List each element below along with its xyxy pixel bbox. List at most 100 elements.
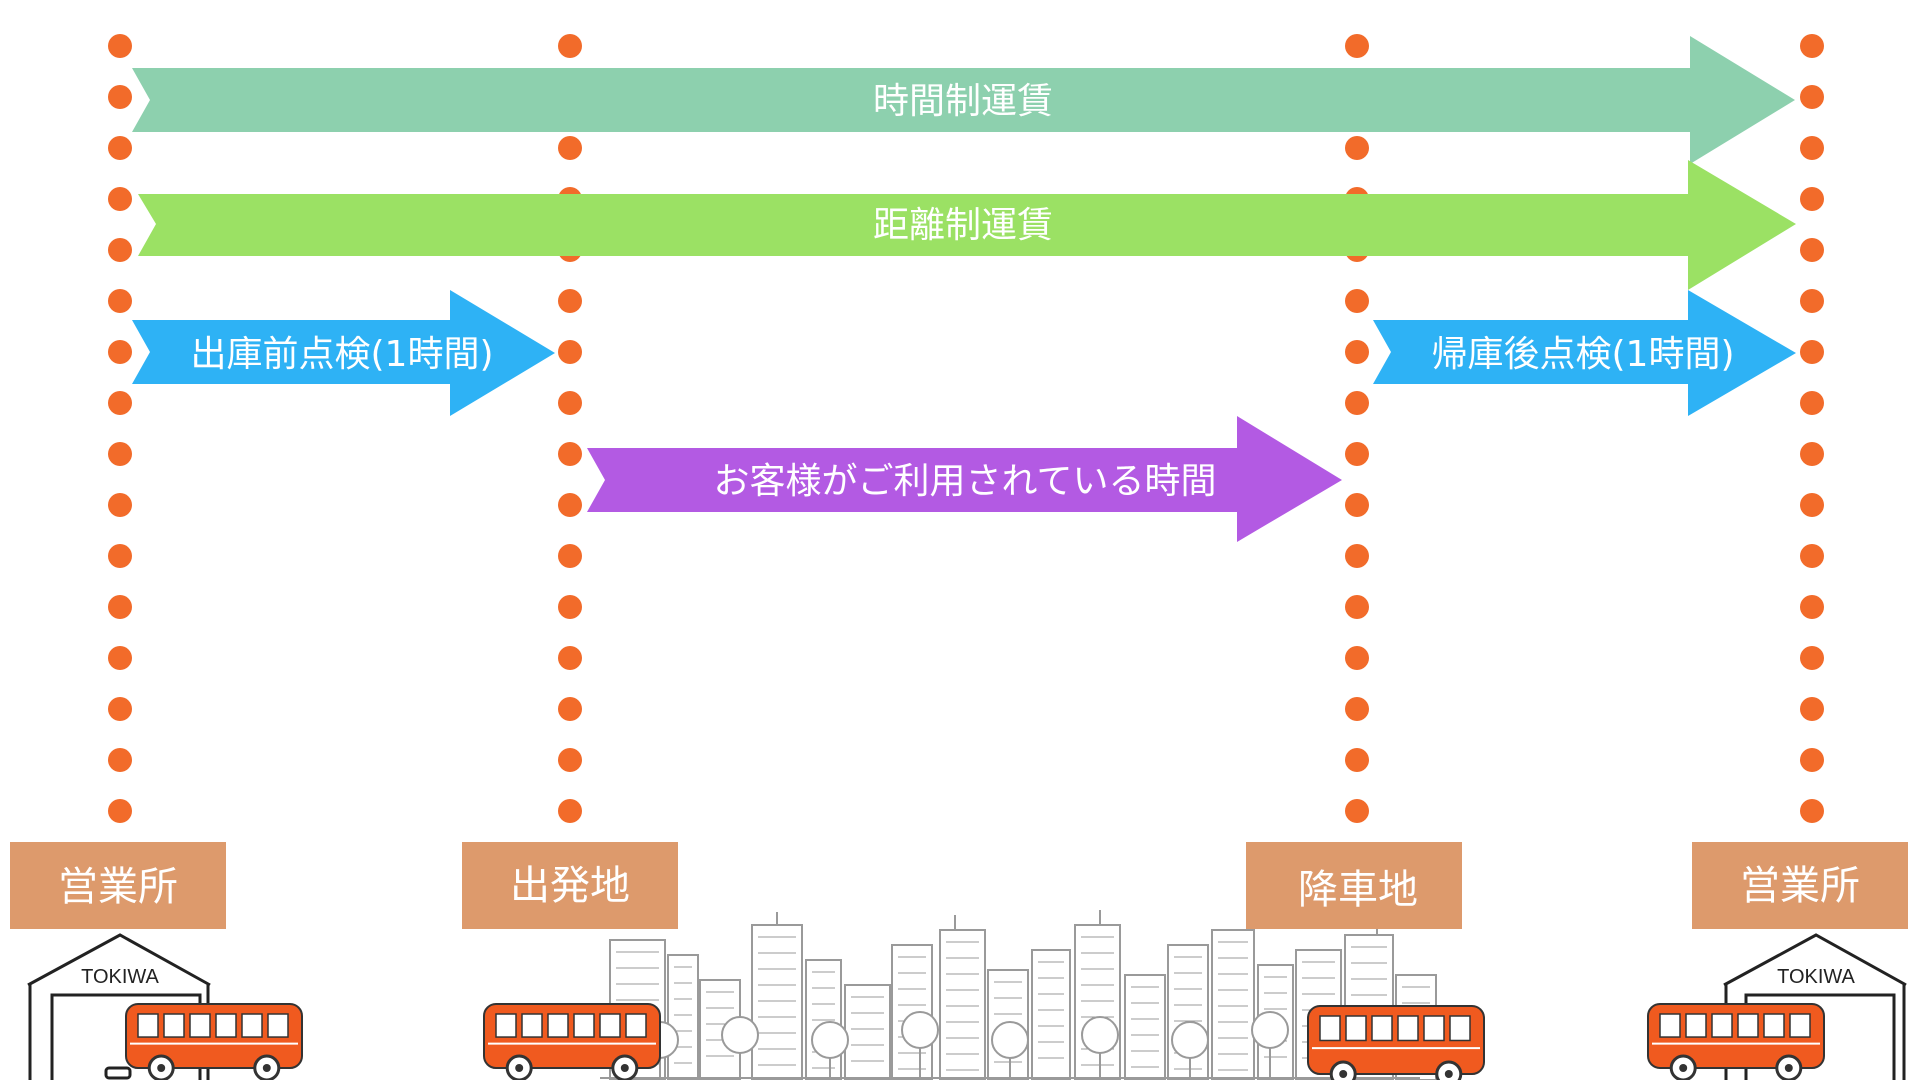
bus-icon bbox=[1307, 1005, 1485, 1080]
timeline-dot bbox=[108, 748, 132, 772]
label-office-end: 営業所 bbox=[1692, 842, 1908, 929]
city-tree bbox=[901, 1011, 939, 1080]
dropoff-text: 降車地 bbox=[1298, 867, 1418, 913]
city-tree bbox=[1251, 1011, 1289, 1080]
timeline-dot bbox=[1800, 646, 1824, 670]
city-tree bbox=[1171, 1021, 1209, 1080]
timeline-dot bbox=[1800, 697, 1824, 721]
office-start-text: 営業所 bbox=[58, 864, 178, 910]
timeline-dot bbox=[1345, 697, 1369, 721]
distance-fare-label: 距離制運賃 bbox=[873, 205, 1053, 246]
timeline-dot bbox=[1800, 391, 1824, 415]
timeline-dot bbox=[558, 799, 582, 823]
city-building bbox=[1031, 949, 1071, 1080]
timeline-dot bbox=[1345, 544, 1369, 568]
timeline-dot bbox=[1800, 442, 1824, 466]
timeline-dot bbox=[108, 442, 132, 466]
return-check-arrow: 帰庫後点検(1時間) bbox=[1373, 290, 1796, 416]
timeline-dot bbox=[1800, 595, 1824, 619]
timeline-dot bbox=[108, 697, 132, 721]
timeline-dot bbox=[1800, 238, 1824, 262]
timeline-dot bbox=[1800, 187, 1824, 211]
time-fare-arrow: 時間制運賃 bbox=[132, 36, 1795, 164]
timeline-dot bbox=[1345, 799, 1369, 823]
timeline-dot bbox=[1800, 34, 1824, 58]
timeline-dot bbox=[108, 340, 132, 364]
timeline-dot bbox=[1800, 340, 1824, 364]
city-building bbox=[805, 959, 842, 1080]
timeline-dot bbox=[1800, 85, 1824, 109]
departure-text: 出発地 bbox=[510, 863, 630, 909]
timeline-dot bbox=[558, 442, 582, 466]
timeline-dot bbox=[108, 646, 132, 670]
timeline-dot bbox=[1345, 595, 1369, 619]
timeline-dot bbox=[108, 544, 132, 568]
timeline-dot bbox=[1345, 391, 1369, 415]
city-tree bbox=[811, 1021, 849, 1080]
timeline-dot bbox=[108, 187, 132, 211]
timeline-dot bbox=[1800, 493, 1824, 517]
timeline-dot bbox=[1800, 136, 1824, 160]
timeline-dot bbox=[108, 799, 132, 823]
label-departure: 出発地 bbox=[462, 842, 678, 929]
timeline-dot bbox=[1345, 340, 1369, 364]
timeline-dot bbox=[558, 595, 582, 619]
customer-usage-label: お客様がご利用されている時間 bbox=[714, 461, 1217, 502]
city-building bbox=[1211, 929, 1255, 1080]
timeline-dot bbox=[1345, 289, 1369, 313]
timeline-dot bbox=[558, 748, 582, 772]
timeline-dot bbox=[108, 136, 132, 160]
timeline-dot bbox=[108, 595, 132, 619]
city-tree bbox=[991, 1021, 1029, 1080]
office-end-text: 営業所 bbox=[1740, 863, 1860, 909]
timeline-dot bbox=[558, 340, 582, 364]
bus-icon bbox=[483, 1003, 661, 1080]
timeline-dot bbox=[558, 136, 582, 160]
city-building bbox=[844, 984, 891, 1080]
timeline-dot bbox=[558, 646, 582, 670]
timeline-dot bbox=[558, 493, 582, 517]
time-fare-label: 時間制運賃 bbox=[873, 81, 1053, 122]
timeline-dot bbox=[108, 85, 132, 109]
timeline-dot bbox=[108, 238, 132, 262]
timeline-dot bbox=[108, 34, 132, 58]
timeline-dot bbox=[108, 391, 132, 415]
timeline-dot bbox=[558, 289, 582, 313]
timeline-dot bbox=[1800, 799, 1824, 823]
city-building bbox=[667, 954, 699, 1080]
timeline-dot bbox=[1800, 748, 1824, 772]
return-check-label: 帰庫後点検(1時間) bbox=[1432, 334, 1735, 375]
timeline-dot bbox=[1345, 442, 1369, 466]
timeline-dot bbox=[1345, 136, 1369, 160]
city-building bbox=[891, 944, 933, 1080]
city-tree bbox=[1081, 1016, 1119, 1080]
timeline-dot bbox=[1800, 289, 1824, 313]
timeline-dot bbox=[108, 493, 132, 517]
timeline-dot bbox=[108, 289, 132, 313]
pre-departure-check-arrow: 出庫前点検(1時間) bbox=[132, 290, 555, 416]
pre-departure-check-label: 出庫前点検(1時間) bbox=[191, 334, 494, 375]
city-building bbox=[1167, 944, 1209, 1080]
city-building bbox=[1124, 974, 1166, 1080]
city-tree bbox=[721, 1016, 759, 1080]
distance-fare-arrow: 距離制運賃 bbox=[138, 160, 1796, 290]
timeline-dot bbox=[558, 391, 582, 415]
timeline-dot bbox=[1345, 646, 1369, 670]
city-building bbox=[751, 924, 803, 1080]
timeline-dot bbox=[558, 697, 582, 721]
city-building bbox=[939, 929, 986, 1080]
timeline-dot bbox=[558, 544, 582, 568]
customer-usage-arrow: お客様がご利用されている時間 bbox=[587, 416, 1342, 542]
label-office-start: 営業所 bbox=[10, 842, 226, 929]
bus-icon bbox=[1647, 1003, 1825, 1080]
buses bbox=[125, 1003, 1825, 1080]
timeline-dot bbox=[1345, 493, 1369, 517]
timeline-dot bbox=[1800, 544, 1824, 568]
bus-icon bbox=[125, 1003, 303, 1080]
city-building bbox=[1074, 924, 1121, 1080]
timeline-dots bbox=[108, 34, 1824, 823]
timeline-dot bbox=[1345, 34, 1369, 58]
garage-start-sign: TOKIWA bbox=[81, 966, 159, 988]
garage-end-sign: TOKIWA bbox=[1777, 966, 1855, 988]
